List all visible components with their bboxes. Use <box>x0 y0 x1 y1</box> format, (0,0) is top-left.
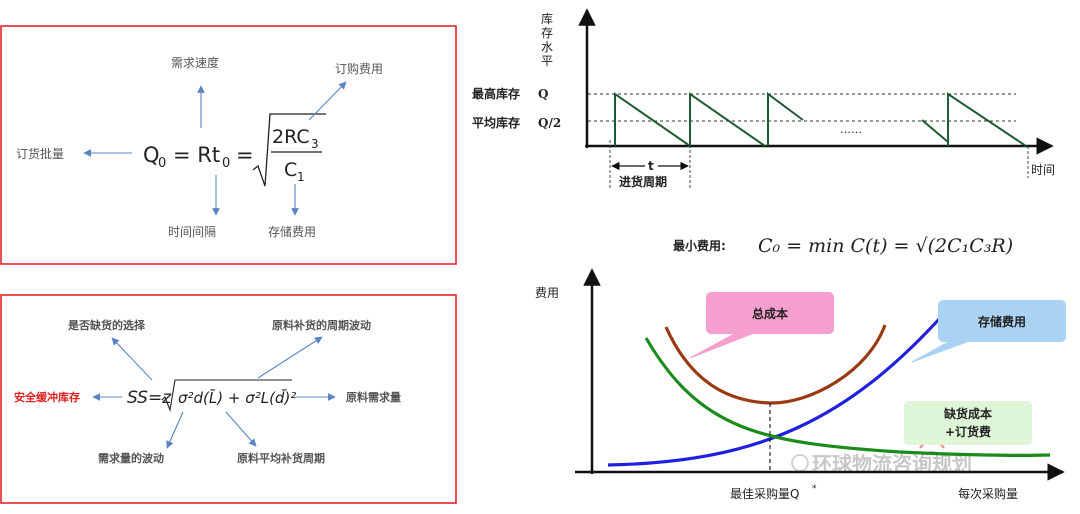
storage-cost-callout-text: 存储费用 <box>977 314 1026 329</box>
shortage-cost-callout: 缺货成本 +订货费 <box>904 401 1032 445</box>
safety-arrows <box>92 336 336 449</box>
arrow-order-cost <box>308 81 347 121</box>
label-replenish-fluctuation: 原料补货的周期波动 <box>272 318 371 332</box>
storage-cost-curve <box>607 305 952 467</box>
sawtooth-cycle-3 <box>767 92 804 146</box>
label-time-interval: 时间间隔 <box>168 225 216 239</box>
inv-x-label: 时间 <box>1031 163 1055 177</box>
formula-eq2: = <box>236 143 254 167</box>
formula-t-sub: 0 <box>222 156 230 171</box>
formula-num-sub: 3 <box>311 137 319 151</box>
shortage-cost-curve <box>644 337 1051 457</box>
cost-x-label: 每次采购量 <box>958 486 1018 501</box>
formula-num: 2RC <box>272 126 310 148</box>
label-demand-fluctuation: 需求量的波动 <box>98 451 164 465</box>
arrow-replenish-fluctuation <box>257 336 323 379</box>
ss-formula-body: σ²d(L̄) + σ²L(d̄)² <box>178 388 296 407</box>
inv-y-label: 库 存 水 平 <box>541 11 553 68</box>
formula-q: Q <box>143 143 160 167</box>
safety-formula: SS=z σ²d(L̄) + σ²L(d̄)² <box>127 379 296 413</box>
label-stockout-choice: 是否缺货的选择 <box>67 318 146 332</box>
formula-den: C <box>284 159 297 181</box>
min-cost-formula: C₀ = min C(t) = √(2C₁C₃R) <box>758 235 1013 257</box>
optimum-sup: * <box>812 484 817 494</box>
sawtooth-cycle-4 <box>921 119 949 143</box>
max-level-label: 最高库存 <box>472 86 520 101</box>
inv-y-label-char-1: 库 <box>541 11 553 26</box>
max-level-symbol: Q <box>538 87 548 101</box>
total-cost-curve <box>664 324 887 405</box>
arrow-demand-fluctuation <box>166 411 184 449</box>
total-cost-callout-text: 总成本 <box>752 306 788 321</box>
sawtooth-cycle-1 <box>614 92 691 147</box>
avg-level-symbol: Q/2 <box>538 116 561 130</box>
arrow-stockout-choice <box>111 337 153 381</box>
safety-frame <box>0 294 457 504</box>
label-order-cost: 订购费用 <box>335 61 383 76</box>
label-material-demand: 原料需求量 <box>346 390 401 404</box>
sqrt-sign <box>252 113 326 187</box>
period-t-label: t <box>648 159 654 173</box>
safety-panel: SS=z σ²d(L̄) + σ²L(d̄)² 是否缺货的选择 原料补货的周期波… <box>0 294 457 504</box>
inv-y-label-char-2: 存 <box>541 26 553 40</box>
label-safety-buffer: 安全缓冲库存 <box>14 390 80 404</box>
inventory-chart: 库 存 水 平 最高库存 Q 平均库存 Q/2 …… t 进货周期 时间 <box>472 8 1055 189</box>
sawtooth <box>614 92 1027 147</box>
min-cost-label: 最小费用: <box>673 238 726 253</box>
shortage-callout-line2: +订货费 <box>945 424 991 439</box>
shortage-callout-line1: 缺货成本 <box>944 406 992 421</box>
eoq-arrows <box>83 81 347 216</box>
arrow-avg-cycle <box>225 411 257 447</box>
sawtooth-cycle-5 <box>947 92 1027 147</box>
inv-y-label-char-4: 平 <box>541 54 553 68</box>
avg-level-label: 平均库存 <box>472 115 520 130</box>
ss-formula-left: SS=z <box>127 388 172 408</box>
storage-cost-callout: 存储费用 <box>911 300 1066 363</box>
continuation-dots: …… <box>840 123 862 136</box>
sawtooth-cycle-2 <box>689 92 766 147</box>
inv-y-label-char-3: 水 <box>541 40 553 54</box>
formula-q-sub: 0 <box>158 156 166 171</box>
label-order-quantity: 订货批量 <box>16 146 64 161</box>
formula-den-sub: 1 <box>297 170 305 184</box>
wechat-icon <box>791 454 809 472</box>
eoq-frame <box>0 25 457 265</box>
eoq-panel: Q 0 = Rt 0 = 2RC 3 C 1 需求速度 订购费用 订货批量 时间… <box>0 25 457 265</box>
cost-chart: 环球物流咨询规划 总成本 存储费用 缺货成本 +订货费 费用 最佳采购量Q * … <box>535 268 1066 501</box>
label-storage-cost: 存储费用 <box>268 224 316 239</box>
optimum-label: 最佳采购量Q <box>730 486 799 501</box>
eoq-formula: Q 0 = Rt 0 = 2RC 3 C 1 <box>143 113 326 187</box>
total-cost-callout: 总成本 <box>689 292 834 359</box>
formula-eq1: = Rt <box>173 143 220 167</box>
label-avg-cycle: 原料平均补货周期 <box>237 451 325 465</box>
period-label: 进货周期 <box>619 174 667 189</box>
cost-y-label: 费用 <box>535 286 559 300</box>
min-cost: 最小费用: C₀ = min C(t) = √(2C₁C₃R) <box>673 235 1013 257</box>
label-demand-speed: 需求速度 <box>171 55 219 70</box>
ss-sqrt-sign <box>161 379 292 413</box>
